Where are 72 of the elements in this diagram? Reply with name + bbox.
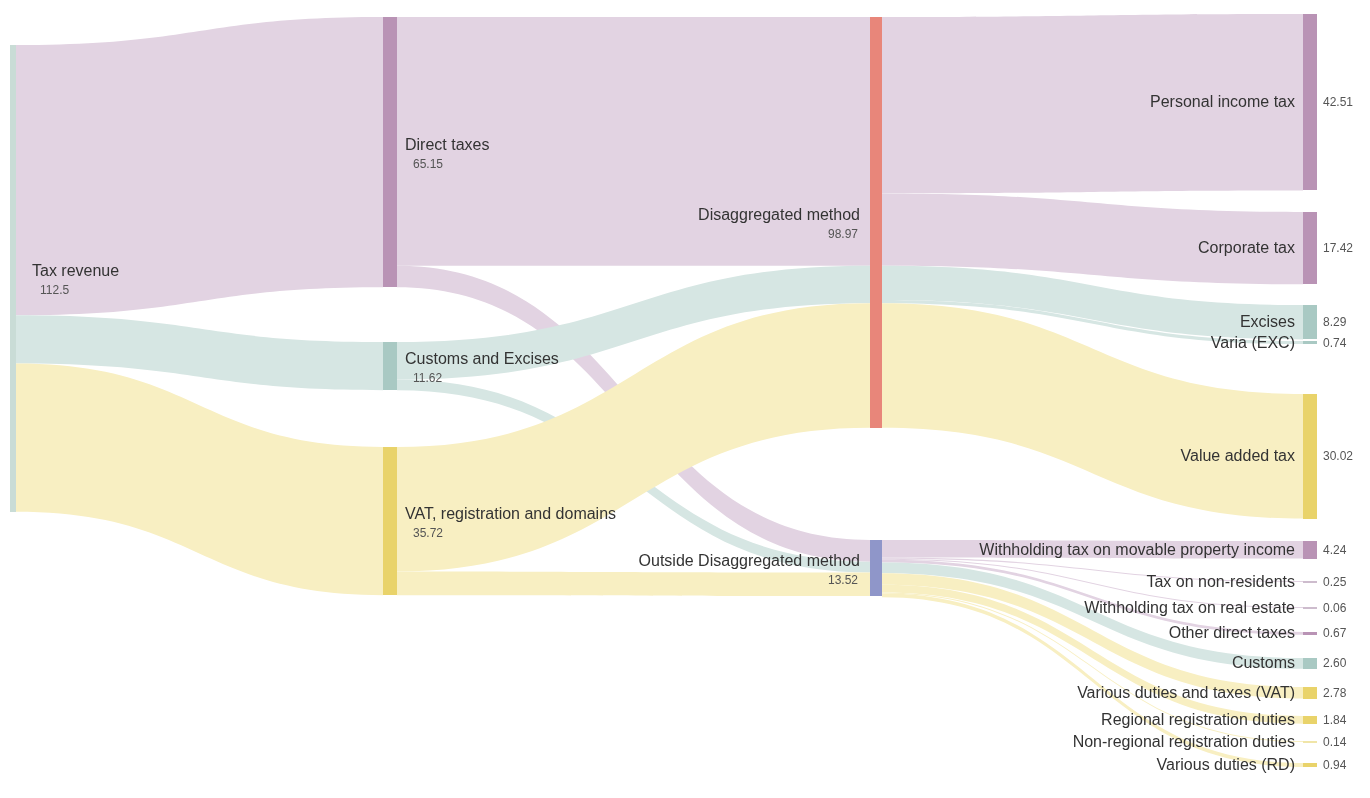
node-label: Withholding tax on movable property income bbox=[979, 540, 1295, 559]
sankey-bar bbox=[10, 45, 16, 512]
node-value: 0.74 bbox=[1323, 335, 1347, 350]
node-value: 1.84 bbox=[1323, 712, 1347, 727]
node-label: Tax revenue bbox=[32, 262, 120, 281]
node-label: Various duties (RD) bbox=[1156, 755, 1295, 774]
sankey-bar bbox=[1303, 541, 1317, 559]
node-value: 13.52 bbox=[827, 573, 858, 588]
sankey-bar bbox=[1303, 305, 1317, 340]
node-value: 30.02 bbox=[1323, 449, 1354, 464]
node-label: Direct taxes bbox=[405, 136, 490, 155]
flow-band bbox=[882, 540, 1303, 559]
sankey-bar bbox=[383, 342, 397, 391]
flow-band bbox=[882, 300, 1303, 345]
sankey-bar bbox=[1303, 658, 1317, 669]
node-value: 0.67 bbox=[1323, 626, 1347, 641]
node-label: Customs bbox=[1231, 654, 1295, 673]
sankey-bar bbox=[870, 540, 882, 597]
sankey-bar bbox=[1303, 394, 1317, 519]
flow-band bbox=[16, 363, 383, 596]
sankey-bar bbox=[1303, 716, 1317, 724]
node-label: Excises bbox=[1239, 313, 1295, 332]
node-value: 11.62 bbox=[413, 371, 443, 386]
node-value: 112.5 bbox=[40, 283, 70, 298]
node-value: 0.25 bbox=[1323, 575, 1347, 589]
node-label: Withholding tax on real estate bbox=[1084, 599, 1295, 617]
node-label: Regional registration duties bbox=[1101, 710, 1295, 729]
node-label: Non-regional registration duties bbox=[1072, 733, 1295, 751]
sankey-bar bbox=[1303, 763, 1317, 767]
flow-band bbox=[397, 571, 870, 597]
sankey-bar bbox=[870, 17, 882, 428]
node-label: Corporate tax bbox=[1198, 239, 1295, 258]
flow-band bbox=[882, 562, 1303, 669]
flow-band bbox=[882, 303, 1303, 519]
flow-band bbox=[397, 17, 870, 266]
node-value: 4.24 bbox=[1323, 542, 1347, 557]
flow-band bbox=[16, 315, 383, 391]
flow-band bbox=[882, 265, 1303, 340]
node-value: 0.06 bbox=[1323, 601, 1347, 615]
node-label: Tax on non-residents bbox=[1146, 573, 1295, 591]
node-value: 35.72 bbox=[413, 526, 444, 541]
sankey-bar bbox=[1303, 14, 1317, 191]
node-label: Other direct taxes bbox=[1168, 624, 1295, 643]
node-value: 98.97 bbox=[827, 227, 858, 242]
node-label: Outside Disaggregated method bbox=[638, 552, 860, 571]
sankey-bar bbox=[1303, 687, 1317, 699]
node-label: VAT, registration and domains bbox=[405, 505, 617, 524]
flow-band bbox=[882, 14, 1303, 194]
node-value: 17.42 bbox=[1323, 241, 1354, 256]
node-label: Personal income tax bbox=[1150, 93, 1295, 112]
sankey-bar bbox=[1303, 632, 1317, 635]
node-value: 2.60 bbox=[1323, 656, 1347, 671]
node-value: 0.14 bbox=[1323, 735, 1347, 749]
node-label: Disaggregated method bbox=[698, 206, 860, 225]
node-label: Varia (EXC) bbox=[1210, 333, 1295, 352]
flow-band bbox=[16, 17, 383, 316]
flow-band bbox=[397, 265, 870, 380]
node-value: 42.51 bbox=[1323, 95, 1354, 110]
node-value: 65.15 bbox=[413, 157, 444, 172]
flow-band bbox=[397, 303, 870, 572]
node-value: 8.29 bbox=[1323, 315, 1347, 330]
flow-band bbox=[882, 573, 1303, 699]
node-label: Value added tax bbox=[1180, 447, 1295, 466]
sankey-bar bbox=[1303, 212, 1317, 285]
node-label: Various duties and taxes (VAT) bbox=[1077, 683, 1295, 702]
node-value: 2.78 bbox=[1323, 685, 1347, 700]
sankey-bar bbox=[383, 447, 397, 596]
sankey-bar bbox=[383, 17, 397, 288]
sankey-bar bbox=[1303, 341, 1317, 345]
node-value: 0.94 bbox=[1323, 757, 1347, 772]
node-label: Customs and Excises bbox=[405, 350, 559, 369]
flow-band bbox=[882, 193, 1303, 285]
